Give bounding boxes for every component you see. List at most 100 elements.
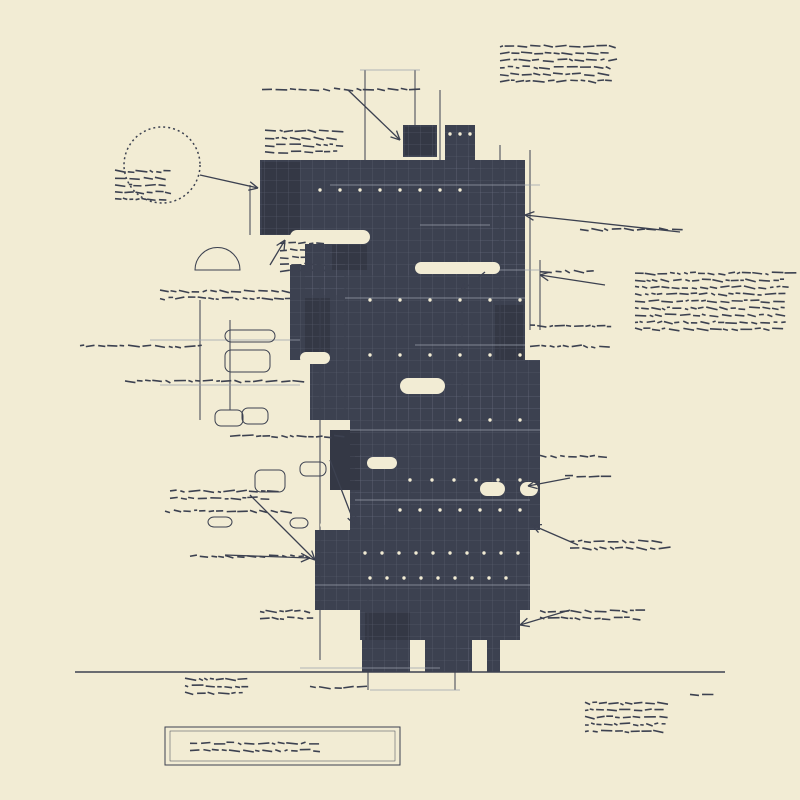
glyph-stroke: [281, 380, 291, 383]
glyph-stroke: [606, 708, 617, 712]
glyph-stroke: [605, 79, 612, 82]
glyph-stroke: [717, 293, 728, 297]
glyph-stroke: [135, 169, 148, 173]
glyph-stroke: [709, 314, 719, 318]
glyph-stroke: [265, 609, 277, 614]
glyph-stroke: [679, 313, 691, 317]
glyph-stroke: [600, 58, 605, 61]
window-dot: [408, 478, 412, 482]
glyph-stroke: [673, 278, 682, 282]
glyph-stroke: [280, 510, 293, 514]
glyph-stroke: [289, 136, 301, 141]
arrow-head: [524, 214, 534, 221]
glyph-stroke: [264, 145, 275, 148]
glyph-stroke: [533, 72, 541, 76]
glyph-stroke: [588, 475, 600, 478]
glyph-stroke: [584, 715, 595, 720]
glyph-stroke: [271, 289, 279, 293]
glyph-stroke: [666, 292, 678, 295]
glyph-stroke: [229, 434, 241, 438]
glyph-stroke: [316, 242, 325, 245]
glyph-stroke: [142, 344, 152, 348]
glyph-stroke: [159, 297, 166, 301]
glyph-stroke: [556, 79, 567, 83]
glyph-stroke: [698, 292, 708, 296]
glyph-stroke: [641, 307, 649, 310]
glyph-stroke: [644, 708, 652, 711]
arrow-head: [311, 550, 316, 561]
glyph-stroke: [201, 741, 211, 745]
glyph-stroke: [146, 191, 153, 194]
glyph-stroke: [587, 51, 599, 55]
glyph-stroke: [300, 741, 306, 745]
glyph-stroke: [408, 88, 421, 91]
glyph-stroke: [669, 271, 675, 275]
glyph-stroke: [634, 300, 646, 303]
highlight-blob: [367, 457, 397, 469]
grid-panel: [487, 640, 500, 672]
glyph-stroke: [208, 510, 215, 513]
glyph-stroke: [747, 313, 757, 318]
glyph-stroke: [634, 285, 640, 288]
glyph-stroke: [549, 324, 554, 328]
glyph-stroke: [326, 137, 337, 141]
window-dot: [458, 508, 462, 512]
glyph-stroke: [266, 489, 279, 493]
window-dot: [428, 298, 432, 302]
glyph-stroke: [224, 554, 234, 559]
window-dot: [488, 353, 492, 357]
glyph-stroke: [221, 749, 227, 752]
glyph-stroke: [285, 609, 293, 613]
glyph-stroke: [624, 730, 630, 734]
glyph-stroke: [776, 285, 781, 288]
glyph-stroke: [279, 129, 283, 132]
glyph-stroke: [632, 723, 639, 727]
glyph-stroke: [184, 691, 194, 696]
window-dot: [338, 188, 342, 192]
glyph-stroke: [271, 435, 278, 439]
glyph-stroke: [315, 143, 322, 147]
glyph-stroke: [709, 328, 722, 331]
glyph-stroke: [739, 321, 748, 324]
glyph-stroke: [725, 279, 730, 282]
arrow-head: [390, 136, 401, 141]
window-dot: [498, 508, 502, 512]
glyph-stroke: [577, 539, 583, 542]
window-dot: [436, 576, 440, 580]
glyph-stroke: [243, 749, 254, 753]
glyph-stroke: [608, 702, 619, 705]
glyph-stroke: [334, 434, 345, 438]
glyph-stroke: [248, 490, 258, 493]
glyph-stroke: [168, 345, 173, 349]
glyph-stroke: [231, 691, 236, 695]
glyph-stroke: [499, 79, 510, 83]
arrow-line: [524, 214, 681, 233]
glyph-stroke: [651, 292, 656, 295]
glyph-stroke: [499, 73, 509, 77]
arrow-line: [527, 477, 571, 487]
glyph-stroke: [228, 749, 241, 753]
glyph-stroke: [564, 269, 571, 274]
glyph-stroke: [127, 171, 135, 174]
glyph-stroke: [767, 313, 773, 318]
glyph-stroke: [199, 555, 209, 558]
glyph-stroke: [356, 87, 362, 92]
glyph-stroke: [164, 510, 171, 514]
glyph-stroke: [122, 197, 128, 201]
glyph-stroke: [257, 742, 270, 745]
arrow-head: [524, 211, 535, 216]
window-dot: [419, 576, 423, 580]
window-dot: [453, 576, 457, 580]
glyph-stroke: [709, 286, 718, 290]
glyph-stroke: [533, 66, 539, 70]
glyph-stroke: [189, 749, 200, 752]
window-dot: [358, 188, 362, 192]
glyph-stroke: [259, 610, 265, 614]
glyph-stroke: [582, 616, 592, 620]
glyph-stroke: [156, 170, 162, 174]
glyph-stroke: [159, 289, 169, 293]
window-dot: [470, 576, 474, 580]
glyph-stroke: [608, 44, 616, 49]
glyph-stroke: [644, 272, 656, 276]
glyph-stroke: [555, 44, 567, 48]
